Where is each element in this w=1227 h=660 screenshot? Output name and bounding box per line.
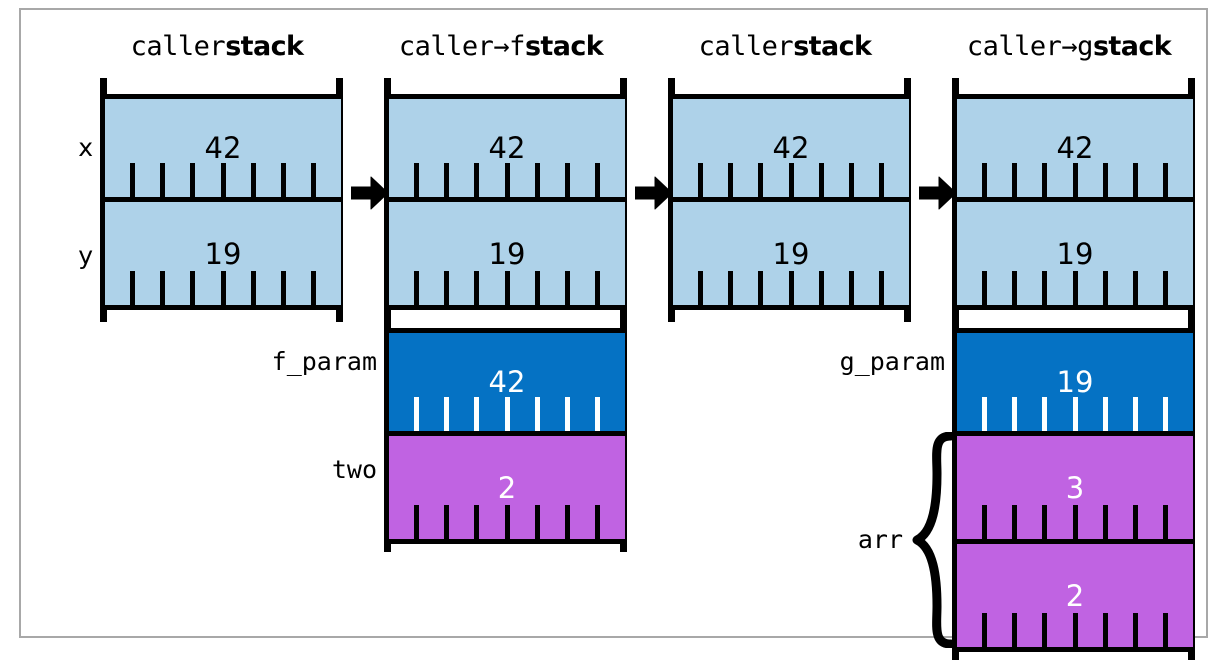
curly-brace-icon: [912, 431, 956, 649]
stack-cell[interactable]: 42: [105, 94, 341, 202]
stack-rail-left: [384, 78, 391, 552]
cell-value: 3: [1065, 470, 1085, 505]
cell-value: 19: [204, 236, 242, 271]
stack-title: callerstack: [699, 32, 872, 62]
cell-byte-ticks: [957, 613, 1193, 647]
cell-byte-ticks: [105, 271, 341, 305]
stack-title-mono: caller→g: [966, 31, 1094, 62]
arrow-1: [350, 176, 389, 214]
cell-label-f-param: f_param: [271, 347, 377, 376]
cell-byte-ticks: [673, 163, 909, 197]
arrow-right-icon: [350, 176, 389, 210]
stack-rail-left: [668, 78, 675, 322]
cell-group-caller-locals: 42 19: [105, 94, 341, 310]
cell-group-caller-locals: 42 19: [673, 94, 909, 310]
cell-label-x: x: [78, 133, 93, 162]
stack-title-bold: stack: [793, 31, 872, 62]
stack-cell[interactable]: 19: [105, 202, 341, 310]
cell-value: 19: [1056, 365, 1094, 399]
cell-byte-ticks: [389, 163, 625, 197]
stack-cell[interactable]: 19: [957, 202, 1193, 310]
stack-title: caller→gstack: [966, 31, 1172, 62]
stack-title-bold: stack: [1092, 31, 1172, 62]
stack-title: callerstack: [131, 32, 304, 62]
cell-byte-ticks: [957, 163, 1193, 197]
stack-title: caller→fstack: [398, 31, 604, 62]
arrow-right-icon: [918, 176, 957, 210]
stack-title-mono: caller: [130, 31, 226, 62]
cell-group-g-frame: 19 3 2: [957, 328, 1193, 652]
diagram-frame: callerstack 42 19 x y: [19, 8, 1208, 660]
cell-byte-ticks: [105, 163, 341, 197]
stack-cell[interactable]: 19: [957, 328, 1193, 436]
stack-cell[interactable]: 42: [673, 94, 909, 202]
stack-cell[interactable]: 3: [957, 436, 1193, 544]
cell-value: 42: [772, 131, 810, 165]
stack-cell[interactable]: 19: [389, 202, 625, 310]
cell-label-two: two: [331, 455, 377, 484]
cell-value: 2: [497, 470, 517, 505]
cell-value: 42: [488, 365, 526, 399]
cell-label-y: y: [78, 241, 93, 270]
stack-cell[interactable]: 19: [673, 202, 909, 310]
cell-value: 19: [488, 236, 526, 271]
cell-group-caller-locals: 42 19: [957, 94, 1193, 310]
cell-byte-ticks: [389, 397, 625, 431]
stack-title-bold: stack: [524, 31, 604, 62]
stack-column-caller-f: caller→fstack 42 19 42: [272, 31, 631, 592]
stack-cell[interactable]: 42: [389, 94, 625, 202]
arrow-right-icon: [634, 176, 673, 210]
cell-byte-ticks: [389, 271, 625, 305]
cell-value: 42: [488, 131, 526, 165]
stack-column-caller-1: callerstack 42 19 x y: [78, 32, 347, 592]
arrow-3: [918, 176, 957, 214]
cell-group-caller-locals: 42 19: [389, 94, 625, 310]
stack-rail-left: [100, 78, 107, 322]
stack-column-caller-2: callerstack 42 19: [655, 32, 915, 592]
cell-value: 42: [1056, 131, 1094, 165]
cell-value: 19: [1056, 236, 1094, 271]
cell-byte-ticks: [957, 505, 1193, 539]
cell-label-g-param: g_param: [839, 347, 945, 376]
stack-title-mono: caller→f: [398, 31, 526, 62]
stack-rail-right: [620, 78, 627, 552]
stack-cell[interactable]: 2: [957, 544, 1193, 652]
stack-cell[interactable]: 42: [389, 328, 625, 436]
stack-column-caller-g: caller→gstack 42 19 19: [840, 31, 1199, 660]
cell-byte-ticks: [389, 505, 625, 539]
cell-label-arr: arr: [857, 525, 903, 554]
stack-title-bold: stack: [225, 31, 304, 62]
cell-group-f-frame: 42 2: [389, 328, 625, 544]
stack-cell[interactable]: 42: [957, 94, 1193, 202]
array-brace: [903, 431, 956, 649]
cell-value: 42: [204, 131, 242, 165]
cell-value: 19: [772, 236, 810, 271]
arrow-2: [634, 176, 673, 214]
stack-rail-left: [952, 78, 959, 660]
cell-byte-ticks: [957, 271, 1193, 305]
stack-cell[interactable]: 2: [389, 436, 625, 544]
stack-title-mono: caller: [698, 31, 794, 62]
cell-byte-ticks: [673, 271, 909, 305]
cell-byte-ticks: [957, 397, 1193, 431]
cell-value: 2: [1065, 578, 1085, 613]
